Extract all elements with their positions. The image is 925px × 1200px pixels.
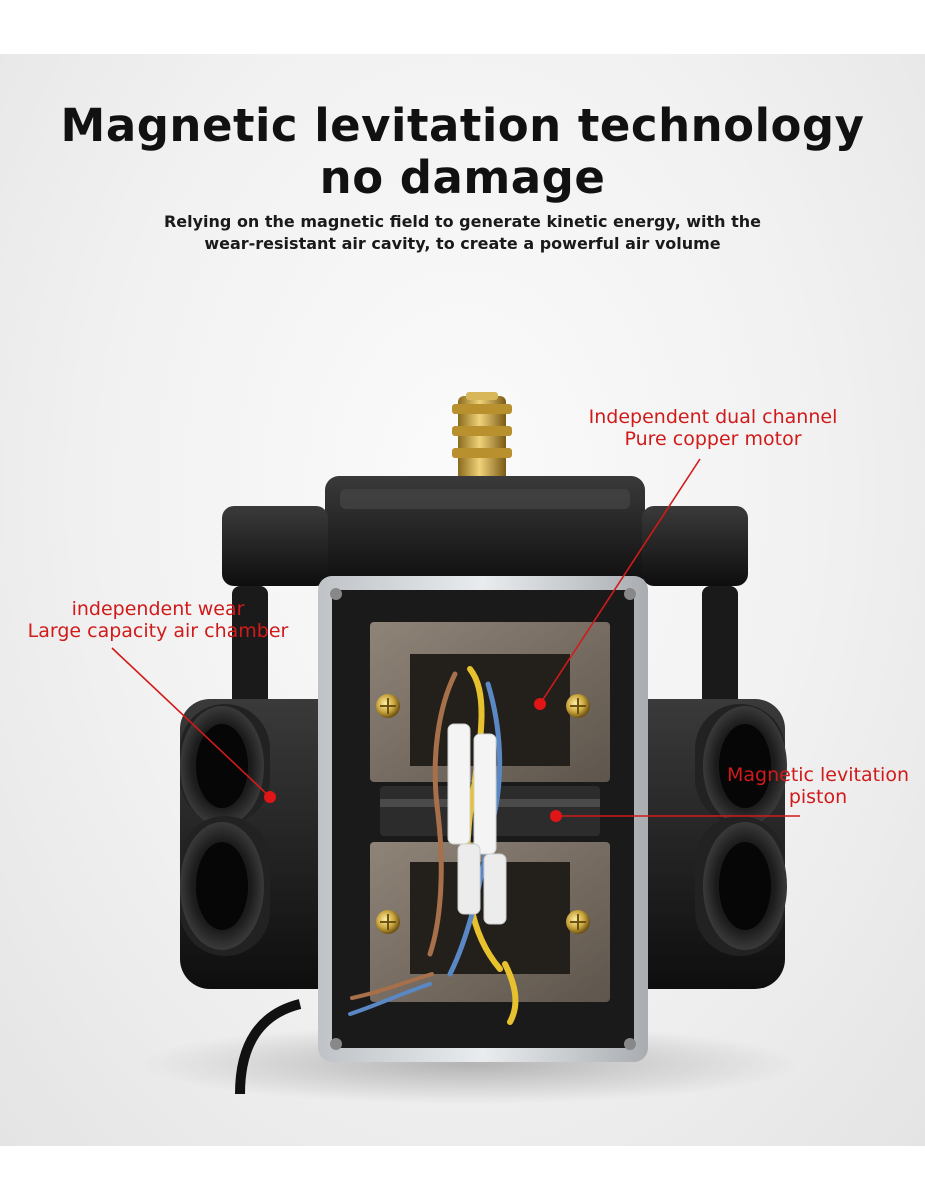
callout-piston-line-1: Magnetic levitation: [726, 764, 910, 786]
headline: Magnetic levitation technology no damage: [0, 100, 925, 204]
brass-nozzle: [452, 392, 512, 482]
callout-leaders: [111, 458, 800, 817]
headline-line-2: no damage: [319, 151, 606, 204]
callout-dot-motor: [534, 698, 546, 710]
power-cable: [235, 999, 302, 1095]
right-arm: [642, 506, 748, 586]
headline-line-1: Magnetic levitation technology: [60, 99, 865, 152]
callout-chamber-line-2: Large capacity air chamber: [27, 620, 289, 642]
callout-dot-piston: [550, 810, 562, 822]
callout-motor: Independent dual channel Pure copper mot…: [570, 406, 856, 450]
air-pump-illustration: [111, 392, 800, 1104]
callout-chamber-line-1: independent wear: [71, 598, 245, 620]
subtitle-line-2: wear-resistant air cavity, to create a p…: [204, 234, 721, 253]
banner-panel: Magnetic levitation technology no damage…: [0, 54, 925, 1146]
callout-motor-line-1: Independent dual channel: [588, 406, 838, 428]
right-air-chamber: [615, 699, 787, 989]
callout-piston-line-2: piston: [788, 786, 848, 808]
left-air-chamber: [180, 699, 350, 989]
subtitle: Relying on the magnetic field to generat…: [0, 211, 925, 255]
wiring: [348, 666, 519, 1025]
callout-motor-line-2: Pure copper motor: [624, 428, 802, 450]
callout-piston: Magnetic levitation piston: [712, 764, 924, 808]
left-arm: [222, 506, 328, 586]
callout-dot-chamber: [264, 791, 276, 803]
subtitle-line-1: Relying on the magnetic field to generat…: [163, 212, 762, 231]
callout-chamber: independent wear Large capacity air cham…: [8, 598, 308, 642]
